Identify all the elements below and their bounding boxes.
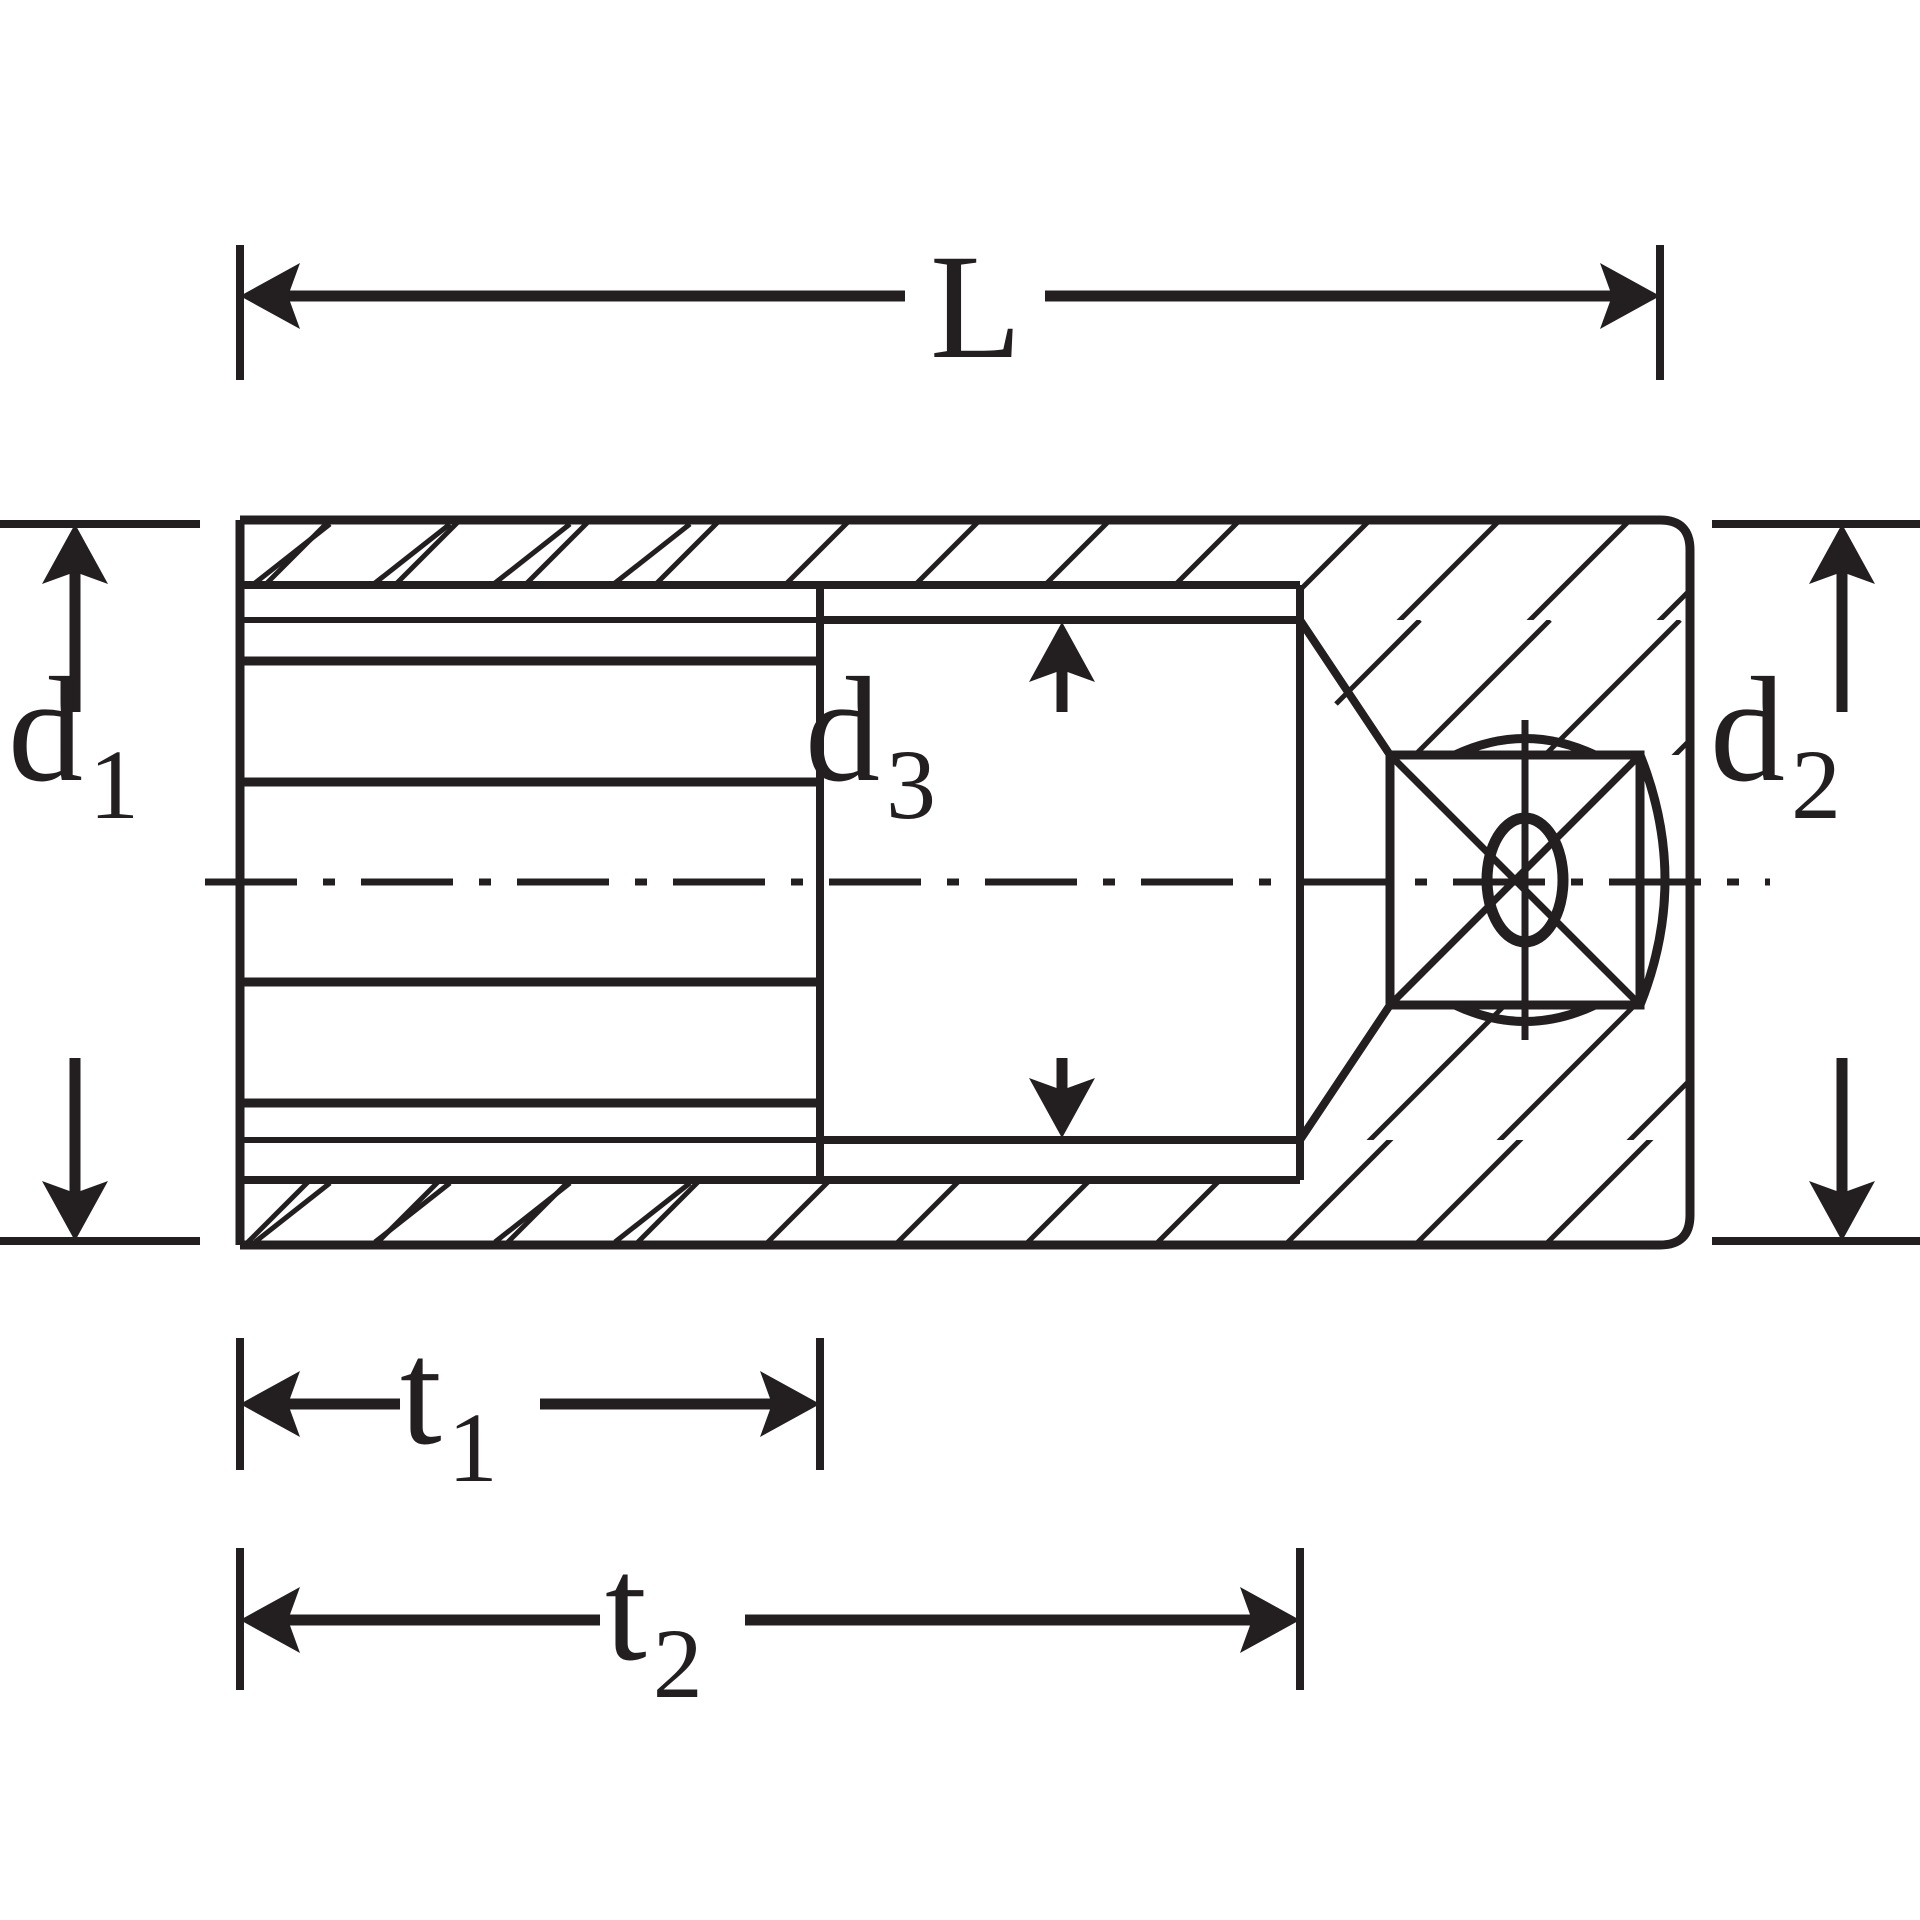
dimension-d3 <box>1029 622 1095 1138</box>
dimension-label-d1: d1 <box>8 647 139 840</box>
dimension-label-t2: t2 <box>605 1526 703 1719</box>
dimension-d1 <box>0 520 200 1245</box>
dimension-label-t1: t1 <box>400 1310 498 1503</box>
dimension-label-L: L <box>930 224 1022 390</box>
dimension-t2 <box>236 1548 1304 1690</box>
dimension-d2 <box>1712 520 1920 1245</box>
hatch-drive-upper <box>1300 620 1690 755</box>
dimension-t1 <box>236 1338 824 1470</box>
drive-square-fillets <box>1453 734 1597 1026</box>
hatch-socket-lip <box>253 522 692 1244</box>
dimension-label-d3: d3 <box>805 647 936 840</box>
hatch-upper-wall <box>240 520 1690 620</box>
socket-flute-lines <box>240 656 820 1108</box>
dimension-label-d2: d2 <box>1710 647 1841 840</box>
dimension-L <box>236 245 1664 380</box>
socket-flute-lines-fine <box>240 617 820 1143</box>
drive-chamfer-lines <box>1296 617 1394 1143</box>
